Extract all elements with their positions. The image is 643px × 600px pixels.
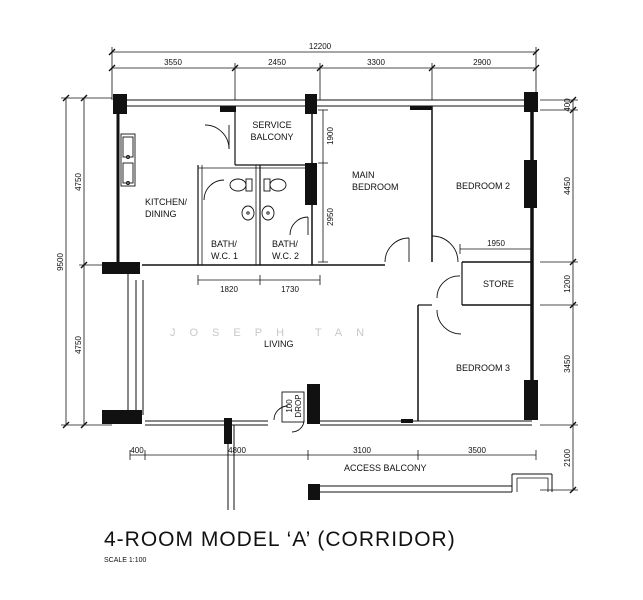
dim-right-4: 3450 <box>563 355 572 373</box>
label-living: LIVING <box>264 339 294 349</box>
label-service-balcony-1: SERVICE <box>252 120 291 130</box>
label-refuse-100: 100 <box>285 399 294 413</box>
dim-left-lower: 4750 <box>74 336 83 354</box>
label-bath1-2: W.C. 1 <box>211 251 238 261</box>
dim-bath-1: 1820 <box>220 285 238 294</box>
label-access-balcony: ACCESS BALCONY <box>344 463 427 473</box>
dim-bottom-2: 4800 <box>228 446 246 455</box>
dim-right-3: 1200 <box>563 275 572 293</box>
label-store: STORE <box>483 279 514 289</box>
label-main-bedroom-2: BEDROOM <box>352 182 399 192</box>
dim-top-4: 2900 <box>473 58 491 67</box>
dim-right-2: 4450 <box>563 177 572 195</box>
label-refuse-drop: DROP <box>294 394 303 417</box>
dim-right-5: 2100 <box>563 449 572 467</box>
dim-inner-2950: 2950 <box>326 208 335 226</box>
label-bedroom3: BEDROOM 3 <box>456 363 510 373</box>
dim-bottom-4: 3500 <box>468 446 486 455</box>
dim-bath-2: 1730 <box>281 285 299 294</box>
walls <box>116 99 553 510</box>
label-service-balcony-2: BALCONY <box>250 132 293 142</box>
columns <box>102 92 538 500</box>
dim-top-total: 12200 <box>309 42 332 51</box>
door-swings <box>203 124 462 433</box>
toilet-fixtures <box>229 178 287 221</box>
label-bath1-1: BATH/ <box>211 239 237 249</box>
label-bath2-2: W.C. 2 <box>272 251 299 261</box>
dimension-ticks <box>62 48 577 494</box>
dim-right-1: 400 <box>563 98 572 112</box>
dim-inner-1950: 1950 <box>487 239 505 248</box>
dim-bottom-3: 3100 <box>353 446 371 455</box>
label-bedroom2: BEDROOM 2 <box>456 181 510 191</box>
sink <box>120 133 136 187</box>
dim-top-1: 3550 <box>164 58 182 67</box>
dim-inner-1900: 1900 <box>326 127 335 145</box>
label-bath2-1: BATH/ <box>272 239 298 249</box>
dim-top-2: 2450 <box>268 58 286 67</box>
label-kitchen-2: DINING <box>145 209 177 219</box>
dim-bottom-1: 400 <box>130 446 144 455</box>
plan-title: 4-ROOM MODEL ‘A’ (CORRIDOR) <box>104 528 456 551</box>
dim-top-3: 3300 <box>367 58 385 67</box>
plan-scale: SCALE 1:100 <box>104 557 147 564</box>
dim-left-upper: 4750 <box>74 173 83 191</box>
watermark: JOSEPH TAN <box>170 327 378 339</box>
label-main-bedroom-1: MAIN <box>352 170 375 180</box>
dim-left-total: 9500 <box>56 253 65 271</box>
label-kitchen-1: KITCHEN/ <box>145 197 188 207</box>
